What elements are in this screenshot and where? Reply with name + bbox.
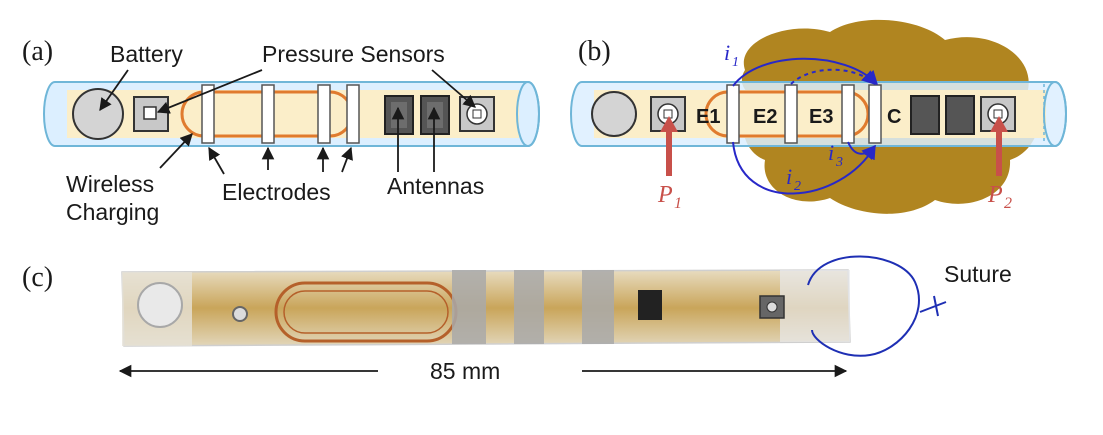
svg-text:i: i bbox=[828, 140, 834, 165]
suture-label: Suture bbox=[944, 261, 1012, 287]
panel-b: (b) bbox=[570, 19, 1067, 214]
svg-text:2: 2 bbox=[1004, 195, 1012, 212]
scale-label: 85 mm bbox=[430, 358, 500, 384]
svg-text:P: P bbox=[987, 182, 1003, 208]
svg-text:P: P bbox=[657, 182, 673, 208]
panel-a: (a) bbox=[22, 36, 540, 225]
current-arrows bbox=[732, 57, 878, 195]
pressure-sensors-label: Pressure Sensors bbox=[262, 41, 445, 67]
pressure-label-p1: P 1 bbox=[657, 182, 682, 212]
electrodes-a bbox=[201, 84, 360, 144]
suture-loop bbox=[807, 255, 947, 357]
pointer-arrows-a bbox=[99, 69, 476, 175]
panel-a-label: (a) bbox=[22, 36, 53, 67]
electrodes-label: Electrodes bbox=[222, 179, 331, 205]
svg-text:3: 3 bbox=[835, 155, 843, 170]
pressure-sensor-a1 bbox=[133, 96, 169, 132]
svg-text:1: 1 bbox=[732, 55, 739, 70]
pressure-arrows bbox=[660, 116, 1008, 176]
charging-label: Charging bbox=[66, 199, 159, 225]
device-photo bbox=[121, 269, 851, 347]
wireless-label: Wireless bbox=[66, 171, 154, 197]
panel-c: (c) Suture 85 mm bbox=[22, 255, 1012, 384]
svg-text:i: i bbox=[724, 40, 730, 65]
antennas-label: Antennas bbox=[387, 173, 484, 199]
pressure-sensor-b1 bbox=[650, 96, 686, 132]
electrode-label-e1: E1 bbox=[696, 106, 720, 128]
svg-text:i: i bbox=[786, 164, 792, 189]
antennas-b bbox=[910, 95, 975, 135]
current-label-i3: i 3 bbox=[828, 140, 843, 170]
panel-c-label: (c) bbox=[22, 262, 53, 293]
pressure-sensor-a2 bbox=[459, 96, 495, 132]
panel-b-label: (b) bbox=[578, 36, 611, 67]
current-label-i2: i 2 bbox=[786, 164, 801, 194]
battery-label: Battery bbox=[110, 41, 183, 67]
electrode-label-e2: E2 bbox=[753, 106, 777, 128]
current-label-i1: i 1 bbox=[724, 40, 739, 70]
battery-a bbox=[72, 88, 124, 140]
pressure-label-p2: P 2 bbox=[987, 182, 1012, 212]
svg-text:2: 2 bbox=[794, 179, 801, 194]
electrodes-b bbox=[726, 84, 882, 144]
battery-b bbox=[591, 91, 637, 137]
svg-text:1: 1 bbox=[674, 195, 682, 212]
electrode-label-e3: E3 bbox=[809, 106, 833, 128]
electrode-label-c: C bbox=[887, 106, 901, 128]
